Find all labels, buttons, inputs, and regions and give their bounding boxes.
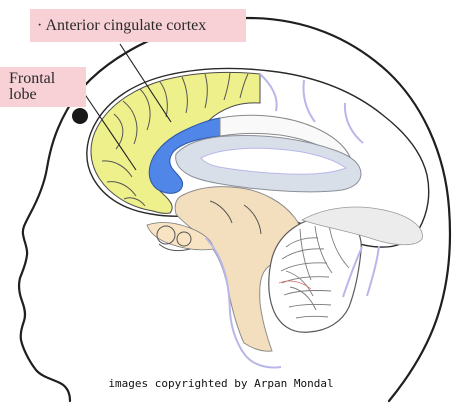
cerebellum-red-line — [278, 280, 312, 290]
cerebellum — [268, 216, 362, 333]
copyright-notice: images copyrighted by Arpan Mondal — [70, 373, 372, 394]
posterior-outline — [301, 206, 423, 246]
frontal-lobe-pointer — [83, 92, 137, 171]
brainstem-edge — [205, 237, 282, 369]
marker-dot — [72, 108, 88, 124]
frontal-gyri — [101, 72, 249, 207]
label-anterior-cingulate-cortex-text: · Anterior cingulate cortex — [37, 16, 207, 34]
small-structures — [156, 200, 262, 252]
acc-pointer — [119, 43, 172, 123]
copyright-text: images copyrighted by Arpan Mondal — [108, 377, 334, 390]
head-outline — [17, 16, 452, 403]
ventricle-cavity — [200, 147, 348, 175]
label-frontal-lobe: Frontal lobe — [0, 67, 86, 107]
anterior-cingulate-cortex-region — [148, 117, 221, 194]
medial-boundaries — [259, 73, 380, 298]
frontal-lobe-region — [90, 71, 261, 214]
cerebellum-folia — [280, 223, 350, 319]
label-anterior-cingulate-cortex: · Anterior cingulate cortex — [30, 9, 246, 42]
label-frontal-lobe-text: Frontal lobe — [9, 70, 56, 103]
